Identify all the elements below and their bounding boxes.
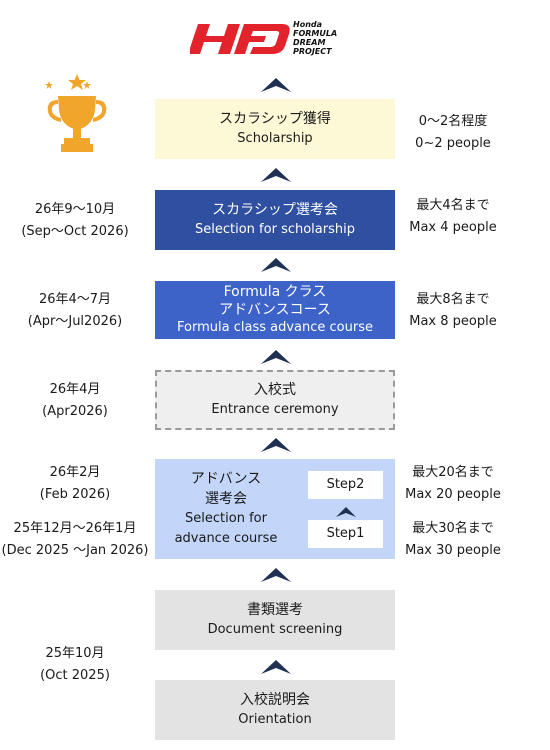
stage-orientation-en: Orientation: [238, 712, 312, 727]
date-entrance-en: (Apr2026): [42, 404, 108, 419]
stage-selection-en: Selection for scholarship: [195, 222, 355, 237]
stage-advance-en1: Selection for: [185, 511, 267, 526]
step1-box: Step1: [308, 520, 383, 548]
stage-formula-class: Formula クラス アドバンスコース Formula class advan…: [155, 281, 395, 339]
stage-scholarship-en: Scholarship: [237, 131, 313, 146]
stage-formula-en: Formula class advance course: [177, 320, 373, 335]
step1-label: Step1: [326, 526, 365, 541]
capacity-formula: 最大8名まで Max 8 people: [398, 289, 508, 333]
capacity-selection-jp: 最大4名まで: [416, 198, 490, 213]
capacity-step2-en: Max 20 people: [405, 487, 501, 502]
capacity-step2-jp: 最大20名まで: [412, 465, 494, 480]
step2-box: Step2: [308, 471, 383, 499]
stage-entrance-ceremony: 入校式 Entrance ceremony: [155, 370, 395, 430]
date-step1-jp: 25年12月～26年1月: [13, 521, 137, 536]
logo-line-formula: FORMULA: [293, 29, 338, 38]
arrow-up-icon: [261, 258, 291, 272]
date-step2: 26年2月 (Feb 2026): [0, 462, 150, 506]
stage-advance-selection: アドバンス 選考会 Selection for advance course S…: [155, 459, 395, 559]
logo-line-project: PROJECT: [293, 47, 332, 56]
arrow-up-icon: [261, 660, 291, 674]
date-step1: 25年12月～26年1月 (Dec 2025 ～Jan 2026): [0, 518, 150, 562]
capacity-scholarship-jp: 0～2名程度: [418, 114, 488, 129]
arrow-up-icon: [261, 168, 291, 182]
logo-line-dream: DREAM: [293, 38, 326, 47]
capacity-selection-en: Max 4 people: [409, 220, 497, 235]
capacity-scholarship: 0～2名程度 0~2 people: [398, 111, 508, 155]
arrow-up-icon: [261, 568, 291, 582]
stage-advance-jp2: 選考会: [205, 491, 247, 507]
hfd-logo-mark: [190, 24, 290, 54]
capacity-scholarship-en: 0~2 people: [415, 136, 491, 151]
date-formula: 26年4～7月 (Apr～Jul2026): [0, 289, 150, 333]
stage-selection-scholarship: スカラシップ選考会 Selection for scholarship: [155, 190, 395, 250]
date-step2-jp: 26年2月: [49, 465, 101, 480]
date-document-en: (Oct 2025): [40, 668, 110, 683]
date-formula-jp: 26年4～7月: [38, 292, 112, 307]
date-selection-en: (Sep～Oct 2026): [21, 224, 129, 239]
capacity-step1: 最大30名まで Max 30 people: [398, 518, 508, 562]
capacity-formula-en: Max 8 people: [409, 314, 497, 329]
stage-orientation: 入校説明会 Orientation: [155, 680, 395, 740]
date-selection-jp: 26年9～10月: [34, 202, 116, 217]
arrow-up-icon: [261, 350, 291, 364]
step2-label: Step2: [326, 477, 365, 492]
capacity-step2: 最大20名まで Max 20 people: [398, 462, 508, 506]
arrow-up-small-icon: [336, 507, 356, 517]
capacity-step1-jp: 最大30名まで: [412, 521, 494, 536]
stage-formula-jp2: アドバンスコース: [219, 302, 331, 318]
date-step2-en: (Feb 2026): [39, 487, 111, 502]
stage-document-en: Document screening: [207, 622, 343, 637]
trophy-icon: [45, 74, 107, 152]
stage-document-screening: 書類選考 Document screening: [155, 590, 395, 650]
date-selection: 26年9～10月 (Sep～Oct 2026): [0, 199, 150, 243]
stage-document-jp: 書類選考: [247, 602, 303, 618]
date-step1-en: (Dec 2025 ～Jan 2026): [1, 543, 149, 558]
date-document: 25年10月 (Oct 2025): [0, 643, 150, 687]
stage-entrance-jp: 入校式: [254, 382, 296, 398]
date-entrance-jp: 26年4月: [49, 382, 101, 397]
date-formula-en: (Apr～Jul2026): [27, 314, 123, 329]
capacity-step1-en: Max 30 people: [405, 543, 501, 558]
stage-formula-jp1: Formula クラス: [223, 284, 327, 300]
stage-advance-en2: advance course: [174, 531, 278, 546]
logo-line-honda: Honda: [293, 20, 323, 29]
date-document-jp: 25年10月: [45, 646, 105, 661]
arrow-up-icon: [261, 78, 291, 92]
date-entrance: 26年4月 (Apr2026): [0, 379, 150, 423]
stage-selection-jp: スカラシップ選考会: [212, 202, 338, 218]
hfd-logo: Honda FORMULA DREAM PROJECT: [190, 18, 360, 58]
stage-scholarship-jp: スカラシップ獲得: [219, 111, 331, 127]
capacity-formula-jp: 最大8名まで: [416, 292, 490, 307]
stage-entrance-en: Entrance ceremony: [211, 402, 339, 417]
arrow-up-icon: [261, 438, 291, 452]
stage-advance-jp1: アドバンス: [190, 471, 262, 487]
capacity-selection: 最大4名まで Max 4 people: [398, 195, 508, 239]
stage-scholarship: スカラシップ獲得 Scholarship: [155, 99, 395, 159]
stage-orientation-jp: 入校説明会: [240, 692, 310, 708]
